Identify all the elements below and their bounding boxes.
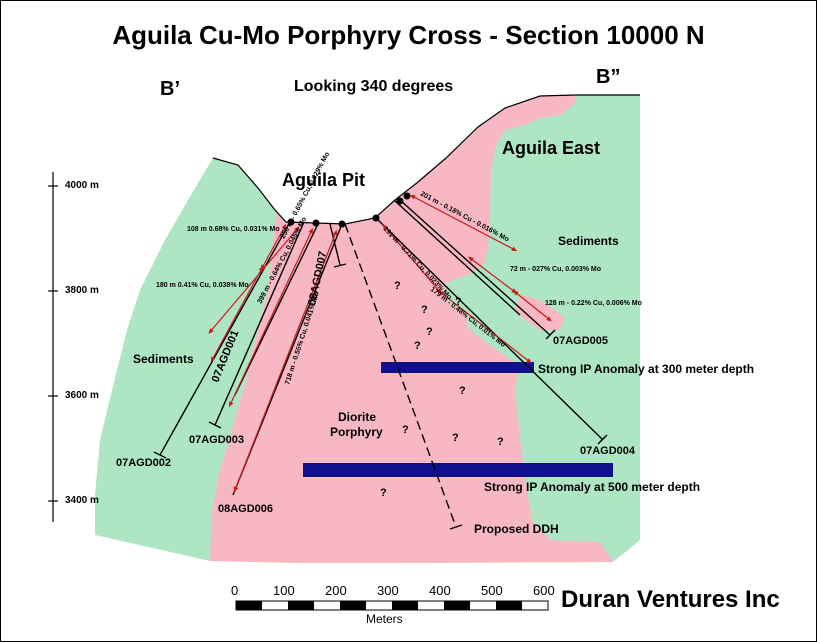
ip-anomaly-500m-bar	[303, 463, 613, 477]
scale-tick-400: 400	[429, 583, 451, 598]
intercept-arrow	[382, 224, 442, 294]
drill-hole-07agd004-end	[597, 434, 608, 445]
unknown-mark: ?	[421, 304, 428, 316]
scale-tick-300: 300	[377, 583, 399, 598]
collar-dot	[396, 197, 404, 205]
intercept-arrow	[233, 229, 338, 493]
elevation-3800: 3800 m	[65, 285, 99, 296]
drill-hole-07agd005-end	[545, 329, 556, 340]
collar-dot	[372, 214, 380, 222]
company-name: Duran Ventures Inc	[561, 586, 780, 613]
sediments-left-label: Sediments	[133, 352, 194, 366]
aguila-east-label: Aguila East	[502, 138, 601, 158]
scale-tick-600: 600	[533, 583, 555, 598]
proposed-ddh-label: Proposed DDH	[474, 522, 559, 536]
ip-anomaly-300m-label: Strong IP Anomaly at 300 meter depth	[538, 362, 755, 376]
unknown-mark: ?	[459, 385, 466, 397]
scale-unit-label: Meters	[366, 612, 403, 626]
intercept-label: 108 m 0.68% Cu, 0.031% Mo	[187, 226, 280, 233]
unknown-mark: ?	[497, 436, 504, 448]
collar-dot	[287, 218, 295, 226]
aguila-pit-label: Aguila Pit	[282, 170, 366, 190]
collar-dot	[403, 192, 411, 200]
unknown-mark: ?	[394, 280, 401, 292]
proposed-ddh-line	[344, 223, 457, 528]
unknown-mark: ?	[452, 432, 459, 444]
scale-tick-200: 200	[325, 583, 347, 598]
hole-label-07agd005: 07AGD005	[553, 335, 609, 347]
intercept-label: 128 m - 0.22% Cu, 0.006% Mo	[545, 300, 642, 307]
drill-hole-07agd002-end	[153, 451, 167, 459]
ip-anomaly-300m-bar	[381, 362, 534, 373]
section-right-label: B”	[596, 66, 621, 88]
collar-dot	[338, 220, 346, 228]
elevation-4000: 4000 m	[65, 180, 99, 191]
sediments-right-label: Sediments	[558, 234, 619, 248]
intercept-arrow	[409, 194, 518, 252]
hole-label-07agd003: 07AGD003	[189, 434, 245, 446]
intercept-label: 180 m 0.41% Cu, 0.038% Mo	[156, 282, 249, 289]
scale-tick-500: 500	[481, 583, 503, 598]
unknown-mark: ?	[414, 340, 421, 352]
section-left-label: B’	[160, 78, 180, 100]
looking-direction: Looking 340 degrees	[294, 78, 454, 95]
horizontal-scale-bar	[235, 600, 549, 611]
elevation-3400: 3400 m	[65, 495, 99, 506]
page-title: Aguila Cu-Mo Porphyry Cross - Section 10…	[112, 20, 705, 50]
elevation-scale	[48, 172, 58, 522]
unknown-mark: ?	[426, 326, 433, 338]
collar-dot	[312, 219, 320, 227]
hole-label-07agd004: 07AGD004	[580, 445, 636, 457]
diorite-label: Diorite	[338, 410, 377, 424]
porphyry-label: Porphyry	[330, 425, 383, 439]
unknown-mark: ?	[402, 424, 409, 436]
drill-hole-07agd003-end	[208, 421, 222, 429]
scale-tick-0: 0	[231, 583, 239, 598]
proposed-ddh-end	[449, 524, 463, 530]
unknown-mark: ?	[455, 296, 462, 308]
intercept-label: 72 m - 027% Cu, 0.003% Mo	[510, 266, 602, 273]
unknown-mark: ?	[380, 487, 387, 499]
intercept-arrow	[438, 290, 532, 364]
elevation-3600: 3600 m	[65, 390, 99, 401]
hole-label-07agd002: 07AGD002	[116, 457, 172, 469]
intercept-arrow	[513, 290, 552, 322]
intercept-arrow	[468, 256, 517, 294]
hole-label-08agd006: 08AGD006	[218, 503, 274, 515]
intercept-arrows	[208, 194, 552, 493]
topography-line	[212, 94, 640, 225]
scale-tick-100: 100	[273, 583, 295, 598]
ip-anomaly-500m-label: Strong IP Anomaly at 500 meter depth	[484, 480, 701, 494]
collars	[287, 192, 411, 228]
